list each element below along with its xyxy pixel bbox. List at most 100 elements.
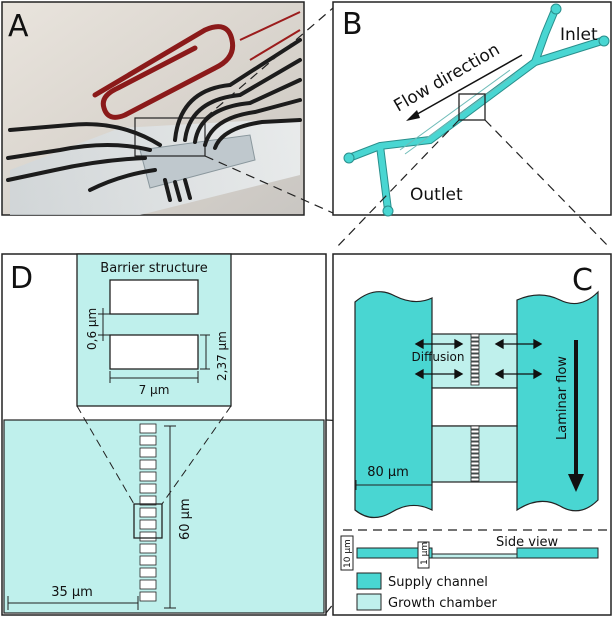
- side-view-title: Side view: [496, 535, 559, 550]
- zoom-lines-d: [76, 405, 232, 505]
- barrier-post-1: [109, 279, 199, 315]
- barrier-post: [470, 357, 480, 362]
- panel-a: A: [1, 1, 305, 216]
- gap-label: 0,6 µm: [85, 308, 99, 350]
- side-growth: [431, 553, 518, 559]
- diffusion-label: Diffusion: [412, 350, 465, 364]
- channel-network: [345, 6, 609, 214]
- zoom-box-b: [458, 93, 486, 121]
- barrier-post: [139, 531, 157, 542]
- flow-arrow: [411, 54, 523, 118]
- port-bottom: [382, 205, 394, 217]
- tubing-red: [239, 11, 301, 61]
- connector-lines: [204, 7, 611, 249]
- laminar-flow-label: Laminar flow: [555, 356, 570, 440]
- panel-d: Barrier structure 0,6 µm 2,37 µm 7 µm: [1, 253, 327, 616]
- barrier-post: [470, 341, 480, 346]
- side-dim-box-2: [417, 541, 430, 569]
- growth-area: [3, 419, 325, 614]
- barrier-post: [470, 377, 480, 382]
- barrier-post: [139, 435, 157, 446]
- panel-c: Diffusion Laminar flow 80 µm Side view 1…: [332, 253, 612, 616]
- side-dim-box-1: [340, 535, 354, 571]
- barrier-post-2: [109, 334, 199, 370]
- barrier-post: [470, 345, 480, 350]
- side-dim-2: 1 µm: [420, 542, 430, 565]
- barrier-post: [470, 361, 480, 366]
- barrier-post: [470, 465, 480, 470]
- barrier-post: [139, 519, 157, 530]
- port-left: [343, 152, 355, 164]
- chip: [139, 134, 256, 189]
- channel-width-dimension: [355, 480, 433, 490]
- barrier-post: [139, 579, 157, 590]
- supply-channel-left: [354, 291, 433, 519]
- barrier-post: [139, 423, 157, 434]
- barrier-post: [470, 441, 480, 446]
- side-dim-1: 10 µm: [343, 539, 353, 568]
- height-dimension: [200, 334, 210, 370]
- barrier-post: [139, 471, 157, 482]
- barrier-post: [470, 373, 480, 378]
- inlet-label: Inlet: [560, 25, 598, 45]
- legend-label-supply: Supply channel: [388, 575, 488, 590]
- tubing: [6, 38, 302, 202]
- barrier-post: [139, 459, 157, 470]
- barrier-post: [139, 543, 157, 554]
- panel-b-letter: B: [342, 7, 363, 42]
- laminar-arrow-head: [568, 474, 584, 492]
- barrier-post: [139, 495, 157, 506]
- panel-b: Flow direction Inlet Outlet B: [332, 1, 612, 217]
- barrier-post: [470, 449, 480, 454]
- offset-dimension: [7, 596, 139, 610]
- outlet-label: Outlet: [410, 185, 463, 205]
- zoom-box-d: [133, 503, 163, 539]
- barrier-post: [139, 447, 157, 458]
- barrier-post: [470, 437, 480, 442]
- port-top: [550, 3, 562, 15]
- chamber-row: [399, 69, 516, 155]
- barrier-post: [470, 365, 480, 370]
- barrier-post: [139, 507, 157, 518]
- side-supply-left: [356, 547, 433, 559]
- barrier-post: [470, 453, 480, 458]
- barrier-post: [470, 349, 480, 354]
- legend-swatch-growth: [356, 593, 382, 611]
- width-label: 7 µm: [139, 383, 170, 397]
- offset-label: 35 µm: [51, 585, 93, 600]
- barrier-post: [470, 457, 480, 462]
- barrier-post: [470, 473, 480, 478]
- barrier-post: [139, 555, 157, 566]
- zoom-box-a: [134, 117, 206, 157]
- barrier-post: [470, 333, 480, 338]
- flow-arrow-head: [406, 110, 420, 121]
- barrier-post: [470, 469, 480, 474]
- panel-c-letter: C: [572, 263, 593, 298]
- barrier-post: [470, 337, 480, 342]
- barrier-post: [470, 425, 480, 430]
- diffusion-arrows: [414, 338, 543, 380]
- barrier-post: [470, 429, 480, 434]
- gap-dimension: [98, 308, 110, 341]
- side-supply-right: [516, 547, 599, 559]
- barrier-column-top: [470, 333, 480, 386]
- legend-label-growth: Growth chamber: [388, 596, 497, 611]
- barrier-post: [470, 381, 480, 386]
- barrier-post: [470, 433, 480, 438]
- barrier-title: Barrier structure: [100, 261, 207, 276]
- height-label: 2,37 µm: [215, 331, 229, 381]
- barrier-stack: [139, 423, 157, 602]
- length-label: 60 µm: [178, 498, 193, 540]
- panel-a-letter: A: [8, 9, 29, 44]
- barrier-post: [470, 369, 480, 374]
- barrier-post: [470, 353, 480, 358]
- barrier-post: [470, 477, 480, 482]
- chamber-gap: [431, 387, 518, 427]
- barrier-post: [139, 483, 157, 494]
- barrier-post: [470, 445, 480, 450]
- length-dimension: [164, 425, 176, 609]
- paper-clip: [92, 24, 236, 120]
- barrier-column-bottom: [470, 425, 480, 482]
- legend-swatch-supply: [356, 572, 382, 590]
